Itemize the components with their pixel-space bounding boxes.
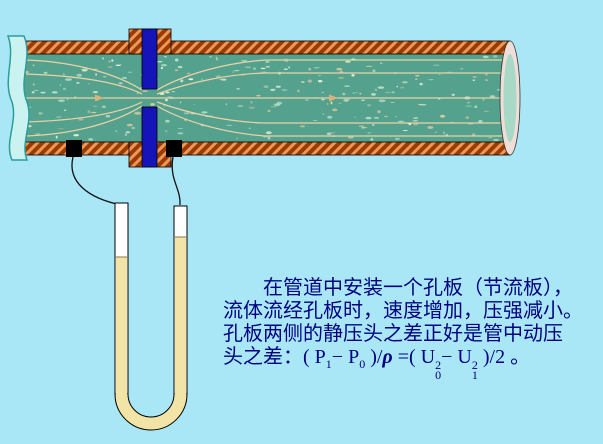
text-line-3: 孔板两侧的静压头之差正好是管中动压	[223, 323, 563, 345]
u-tube-manometer	[114, 202, 188, 431]
manometer-liquid-left	[116, 257, 127, 394]
orifice-plate-upper	[141, 28, 158, 90]
pipe-wall-bottom	[13, 141, 511, 156]
formula-divide: )/	[365, 346, 383, 368]
explanation-paragraph: 在管道中安装一个孔板（节流板）， 流体流经孔板时，速度增加，压强减小。 孔板两侧…	[223, 277, 599, 382]
u0-superscript: 2	[435, 358, 442, 372]
pressure-tap-p0	[166, 140, 182, 157]
p0-subscript: 0	[359, 357, 366, 371]
formula-minus-p: − P	[331, 346, 360, 368]
pipe-end-cap	[499, 40, 521, 156]
rho-symbol: ρ	[382, 346, 393, 368]
manometer-hose-right	[171, 156, 181, 206]
pipe-wall-top	[13, 40, 511, 55]
u1-superscript: 2	[471, 358, 478, 372]
manometer-liquid-right	[175, 237, 186, 394]
manometer-bend	[115, 394, 187, 430]
flow-arrow	[95, 94, 104, 102]
text-line-1: 在管道中安装一个孔板（节流板），	[263, 277, 573, 299]
pressure-tap-p1	[66, 140, 82, 157]
u1-subscript: 1	[471, 368, 478, 382]
flow-streamlines	[25, 59, 505, 137]
orifice-plate-lower	[141, 106, 158, 168]
formula-head: 头之差：( P	[223, 346, 326, 368]
formula-minus-u: − U	[441, 346, 472, 368]
formula-equals: =( U	[392, 346, 436, 368]
pipe-break-symbol	[6, 35, 30, 161]
flow-arrow	[329, 94, 338, 102]
u0-subscript: 0	[435, 368, 442, 382]
p1-subscript: 1	[325, 357, 332, 371]
formula-tail: )/2 。	[477, 346, 531, 368]
manometer-hose-left	[71, 156, 122, 206]
text-line-2: 流体流经孔板时，速度增加，压强减小。	[223, 300, 583, 322]
